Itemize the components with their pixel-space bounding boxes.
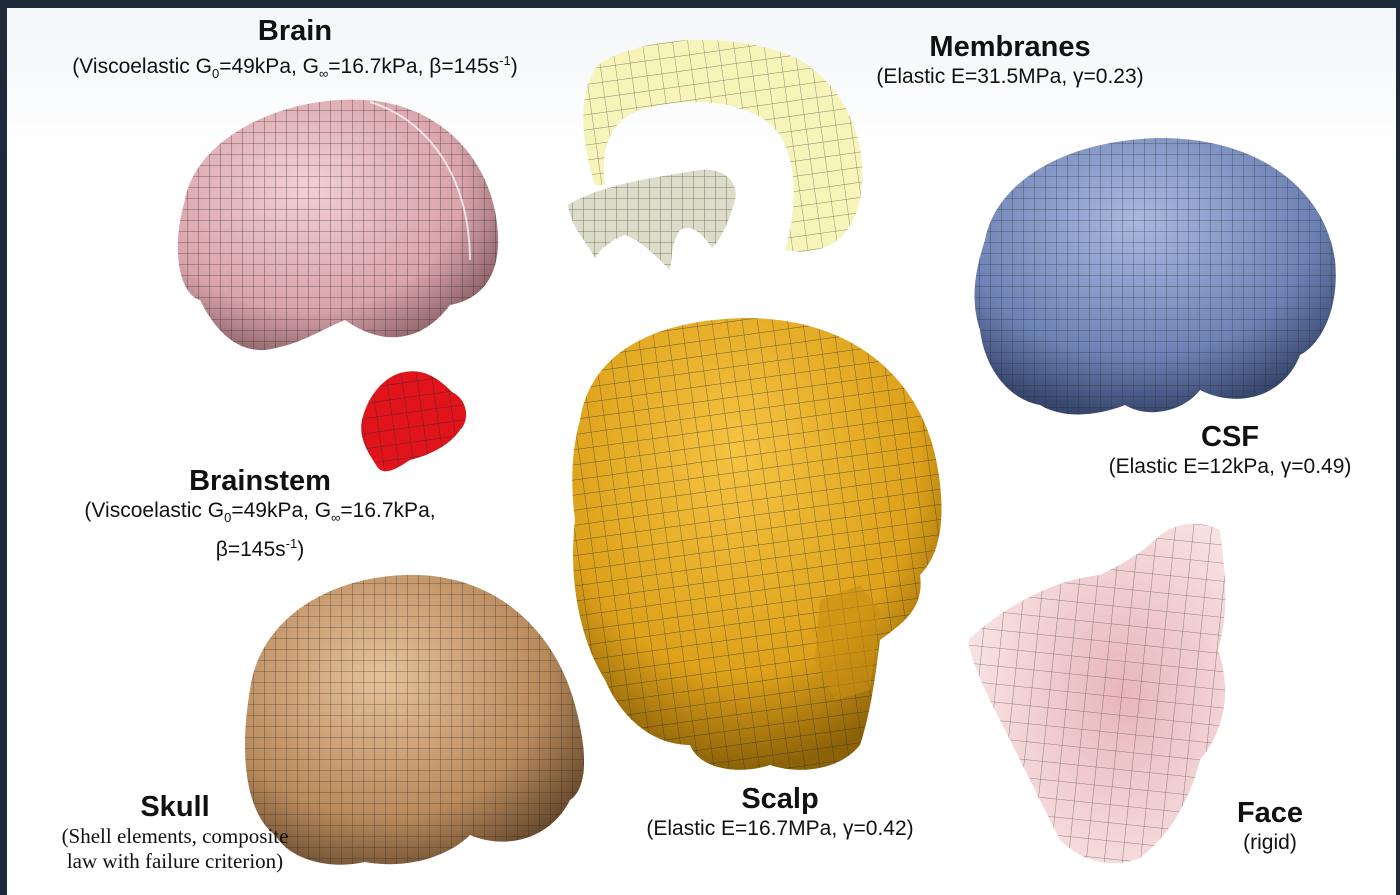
scalp-label: Scalp (Elastic E=16.7MPa, γ=0.42) (600, 782, 960, 842)
brainstem-mesh (361, 371, 466, 471)
membranes-label: Membranes (Elastic E=31.5MPa, γ=0.23) (840, 30, 1180, 90)
csf-label: CSF (Elastic E=12kPa, γ=0.49) (1080, 420, 1380, 480)
brainstem-properties-line1: (Viscoelastic G0=49kPa, G∞=16.7kPa, (50, 498, 470, 531)
csf-mesh (975, 138, 1336, 414)
face-properties: (rigid) (1210, 830, 1330, 856)
brain-properties: (Viscoelastic G0=49kPa, G∞=16.7kPa, β=14… (0, 48, 590, 87)
face-mesh (968, 524, 1225, 863)
csf-title: CSF (1080, 420, 1380, 454)
skull-label: Skull (Shell elements, composite law wit… (0, 790, 350, 874)
scalp-mesh (572, 318, 941, 770)
brainstem-label: Brainstem (Viscoelastic G0=49kPa, G∞=16.… (50, 464, 470, 563)
membranes-title: Membranes (840, 30, 1180, 64)
csf-properties: (Elastic E=12kPa, γ=0.49) (1080, 454, 1380, 480)
face-label: Face (rigid) (1210, 796, 1330, 856)
membranes-mesh (568, 40, 863, 270)
brainstem-properties-line2: β=145s-1) (50, 531, 470, 563)
scalp-title: Scalp (600, 782, 960, 816)
brain-mesh (178, 100, 498, 350)
scalp-properties: (Elastic E=16.7MPa, γ=0.42) (600, 816, 960, 842)
skull-properties-line1: (Shell elements, composite (0, 824, 350, 849)
brainstem-title: Brainstem (50, 464, 470, 498)
skull-title: Skull (0, 790, 350, 824)
skull-properties-line2: law with failure criterion) (0, 849, 350, 874)
face-title: Face (1210, 796, 1330, 830)
brain-title: Brain (0, 14, 590, 48)
membranes-properties: (Elastic E=31.5MPa, γ=0.23) (840, 64, 1180, 90)
brain-label: Brain (Viscoelastic G0=49kPa, G∞=16.7kPa… (0, 14, 590, 87)
